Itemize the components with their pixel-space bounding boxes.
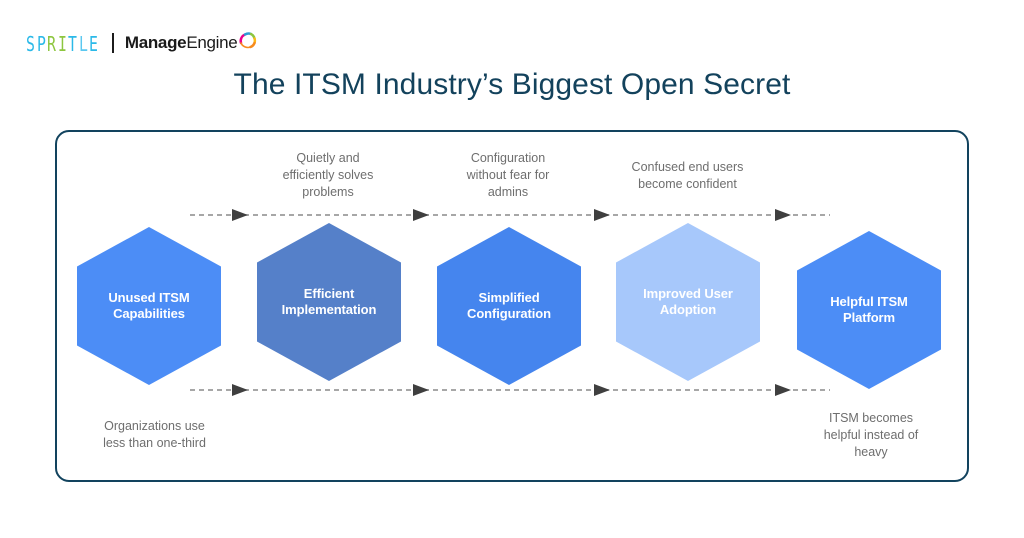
hexagon-step-4-label-line2: Adoption [659,302,717,317]
arrowhead-top-3 [594,209,610,221]
top-caption-step-2-line3: problems [302,185,354,199]
arrowhead-top-4 [775,209,791,221]
hexagon-step-5-label: Helpful ITSM Platform [822,294,916,326]
hexagon-step-5-label-line1: Helpful ITSM [830,294,908,309]
top-caption-step-2-line1: Quietly and [296,151,360,165]
bottom-caption-step-1: Organizations use less than one-third [72,418,237,452]
manageengine-swirl-icon [239,31,257,48]
spritle-letter-i: I [57,31,67,56]
spritle-letter-e: E [89,31,99,56]
hexagon-step-1-label-line2: Capabilities [113,306,185,321]
arrowhead-bottom-3 [594,384,610,396]
top-caption-step-3: Configuration without fear for admins [428,150,588,201]
page-title: The ITSM Industry’s Biggest Open Secret [233,68,791,101]
connector-row-top [190,208,830,222]
top-caption-step-2: Quietly and efficiently solves problems [248,150,408,201]
arrowhead-top-1 [232,209,248,221]
brand-bar: S P R I T L E Manage Engine [26,30,258,56]
spritle-logo: S P R I T L E [26,31,100,56]
spritle-letter-p: P [36,31,46,56]
top-caption-step-4-line1: Confused end users [631,160,744,174]
spritle-letter-r: R [47,31,57,56]
manageengine-logo: Manage Engine [124,31,259,53]
hexagon-step-5-label-line2: Platform [843,310,895,325]
hexagon-step-4-label: Improved User Adoption [635,286,741,318]
top-caption-step-4-line2: become confident [638,177,737,191]
bottom-caption-step-5-line1: ITSM becomes [828,411,914,425]
hexagon-step-1-label-line1: Unused ITSM [108,290,190,305]
bottom-caption-step-1-line1: Organizations use [104,419,205,433]
hexagon-step-3-label-line2: Configuration [467,306,551,321]
top-caption-step-3-line3: admins [487,185,529,199]
hexagon-step-2-label: Efficient Implementation [274,286,385,318]
top-caption-step-3-line2: without fear for [466,168,550,182]
bottom-caption-step-5-line3: heavy [854,445,888,459]
top-caption-step-3-line1: Configuration [470,151,546,165]
manageengine-light-text: Engine [186,33,238,52]
arrowhead-bottom-1 [232,384,248,396]
hexagon-step-4-label-line1: Improved User [643,286,733,301]
spritle-letter-t: T [68,31,78,56]
hexagon-step-5[interactable]: Helpful ITSM Platform [797,231,941,389]
spritle-letter-l: L [78,31,88,56]
arrowhead-bottom-4 [775,384,791,396]
hexagon-step-2-label-line1: Efficient [303,286,355,301]
hexagon-step-2-label-line2: Implementation [281,302,377,317]
top-caption-step-2-line2: efficiently solves [282,168,374,182]
connector-row-bottom [190,383,830,397]
top-caption-step-4: Confused end users become confident [605,159,770,193]
brand-divider [111,33,114,53]
arrowhead-bottom-2 [413,384,429,396]
bottom-caption-step-5-line2: helpful instead of [823,428,919,442]
bottom-caption-step-1-line2: less than one-third [103,436,206,450]
hexagon-step-3-label: Simplified Configuration [459,290,559,322]
hexagon-step-1-label: Unused ITSM Capabilities [100,290,197,322]
bottom-caption-step-5: ITSM becomes helpful instead of heavy [791,410,951,461]
manageengine-bold-text: Manage [124,33,187,52]
arrowhead-top-2 [413,209,429,221]
spritle-letter-s: S [26,31,35,56]
hexagon-step-3-label-line1: Simplified [478,290,540,305]
